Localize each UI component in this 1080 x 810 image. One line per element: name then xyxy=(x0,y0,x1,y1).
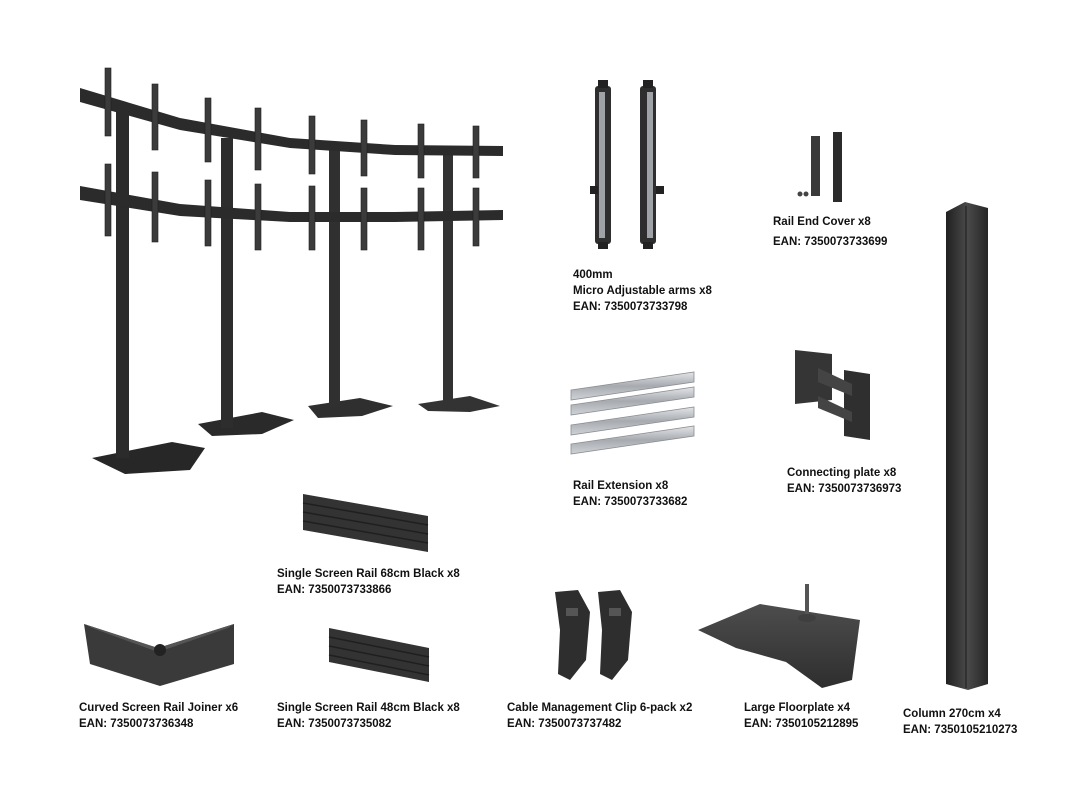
floorplate-label: Large Floorplate x4 EAN: 7350105212895 xyxy=(744,700,858,732)
micro-arms-ean: EAN: 7350073733798 xyxy=(573,301,688,313)
rail-68-label: Single Screen Rail 68cm Black x8 EAN: 73… xyxy=(277,566,460,598)
rail-end-cover-image xyxy=(797,132,842,202)
floorplate-ean: EAN: 7350105212895 xyxy=(744,718,859,730)
screen-rail-68-image xyxy=(302,494,429,552)
curved-joiner-ean: EAN: 7350073736348 xyxy=(79,718,194,730)
floorplate-image xyxy=(698,584,860,688)
floorplate-1 xyxy=(92,442,205,474)
micro-arms-size: 400mm xyxy=(573,269,613,281)
connecting-plate-label: Connecting plate x8 EAN: 7350073736973 xyxy=(787,465,901,497)
rail-end-cover-ean: EAN: 7350073733699 xyxy=(773,236,888,248)
floorplate-3 xyxy=(308,398,393,418)
rail-extension-image xyxy=(570,371,695,455)
rail-extension-ean: EAN: 7350073733682 xyxy=(573,496,688,508)
curved-joiner-name: Curved Screen Rail Joiner x6 xyxy=(79,702,239,714)
column-label: Column 270cm x4 EAN: 7350105210273 xyxy=(903,706,1017,738)
curved-rail-joiner-image xyxy=(84,624,234,686)
column-1 xyxy=(116,112,129,458)
rail-48-ean: EAN: 7350073735082 xyxy=(277,718,392,730)
screen-arms xyxy=(104,67,480,251)
rail-extension-label: Rail Extension x8 EAN: 7350073733682 xyxy=(573,478,687,510)
column-3 xyxy=(329,150,340,406)
curved-joiner-label: Curved Screen Rail Joiner x6 EAN: 735007… xyxy=(79,700,238,732)
cable-clip-ean: EAN: 7350073737482 xyxy=(507,718,622,730)
top-rail xyxy=(80,88,503,156)
connecting-plate-ean: EAN: 7350073736973 xyxy=(787,483,902,495)
bottom-rail xyxy=(80,186,503,222)
micro-arms-label: 400mm Micro Adjustable arms x8 EAN: 7350… xyxy=(573,267,712,315)
column-ean: EAN: 7350105210273 xyxy=(903,724,1018,736)
cable-clip-name: Cable Management Clip 6-pack x2 xyxy=(507,702,693,714)
rail-extension-name: Rail Extension x8 xyxy=(573,480,669,492)
micro-adjustable-arm-image xyxy=(590,80,664,249)
screen-rail-48-image xyxy=(328,628,430,682)
cable-clip-label: Cable Management Clip 6-pack x2 EAN: 735… xyxy=(507,700,692,732)
column-image xyxy=(946,202,988,690)
rail-48-name: Single Screen Rail 48cm Black x8 xyxy=(277,702,460,714)
rail-end-cover-label: Rail End Cover x8 EAN: 7350073733699 xyxy=(773,214,887,250)
rail-68-ean: EAN: 7350073733866 xyxy=(277,584,392,596)
rail-end-cover-name: Rail End Cover x8 xyxy=(773,216,871,228)
rail-68-name: Single Screen Rail 68cm Black x8 xyxy=(277,568,460,580)
connecting-plate-image xyxy=(795,350,870,440)
column-name: Column 270cm x4 xyxy=(903,708,1001,720)
connecting-plate-name: Connecting plate x8 xyxy=(787,467,897,479)
video-wall-stand-assembly-image xyxy=(80,67,503,474)
floorplate-4 xyxy=(418,396,500,412)
column-2 xyxy=(221,138,233,428)
rail-48-label: Single Screen Rail 48cm Black x8 EAN: 73… xyxy=(277,700,460,732)
floorplate-name: Large Floorplate x4 xyxy=(744,702,851,714)
cable-clip-image xyxy=(555,590,632,680)
micro-arms-name: Micro Adjustable arms x8 xyxy=(573,285,712,297)
column-4 xyxy=(443,152,453,404)
floorplate-2 xyxy=(198,412,294,436)
